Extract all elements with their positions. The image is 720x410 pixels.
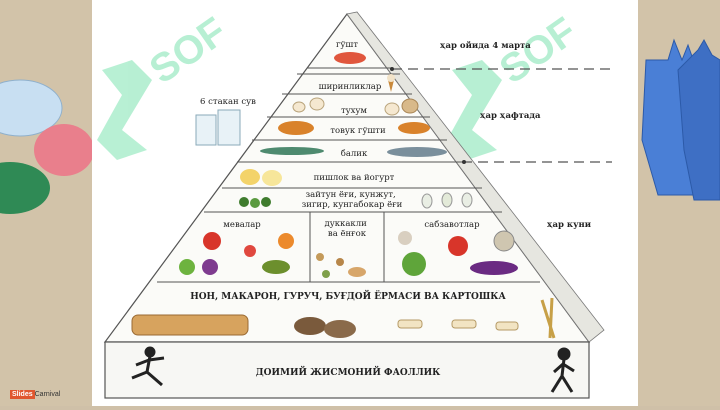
- label-meat: гўшт: [336, 40, 358, 50]
- chicken-icon: [398, 122, 430, 134]
- watermark-text: SOF: [142, 9, 235, 92]
- strawberry-icon: [244, 245, 256, 257]
- label-eggs: тухум: [341, 106, 367, 116]
- runner-figure-right: [550, 347, 575, 393]
- frequency-dividers: [392, 68, 612, 163]
- egg-icon: [309, 97, 325, 111]
- pasta-icon: [495, 321, 519, 331]
- potato-icon: [324, 320, 356, 338]
- label-legumes: дуккакли ва ёнғок: [324, 219, 369, 239]
- egg-icon: [401, 98, 419, 114]
- pill-green-icon: [0, 162, 50, 214]
- avocado-icon: [262, 260, 290, 274]
- grapes-icon: [202, 259, 218, 275]
- watermark-logo-icon: [447, 60, 502, 160]
- gloves-decoration: [641, 38, 720, 201]
- nut-icon: [316, 253, 324, 261]
- cheese-icon: [240, 169, 260, 185]
- nut-icon: [348, 267, 366, 277]
- brand-part1: Slides: [10, 390, 35, 399]
- nut-icon: [322, 270, 330, 278]
- cabbage-icon: [402, 252, 426, 276]
- olive-icon: [261, 197, 271, 207]
- apple-icon: [203, 232, 221, 250]
- olive-icon: [250, 198, 260, 208]
- label-fish: балик: [341, 148, 368, 159]
- grapes-icon: [179, 259, 195, 275]
- bread-icon: [131, 314, 249, 336]
- cheese-icon: [262, 170, 282, 186]
- label-fruits: мевалар: [223, 220, 261, 230]
- nut-icon: [336, 258, 344, 266]
- oil-bottle-icon: [421, 193, 433, 209]
- orange-icon: [278, 233, 294, 249]
- wheat-icon: [540, 299, 556, 339]
- divider-dot: [390, 67, 394, 71]
- icecream-icon: [387, 74, 395, 82]
- fish-icon: [387, 147, 447, 157]
- pills-decoration: [0, 79, 94, 214]
- eggplant-icon: [470, 261, 518, 275]
- potato-icon: [294, 317, 326, 335]
- wheat-icon: [548, 297, 554, 339]
- label-chicken: товук гўшти: [330, 126, 386, 136]
- icecream-icon: [388, 80, 394, 92]
- label-vegetables: сабзавотлар: [424, 219, 480, 230]
- glove-icon: [677, 38, 720, 201]
- label-sweets: ширинликлар: [319, 82, 382, 92]
- label-activity: ДОИМИЙ ЖИСМОНИЙ ФАОЛЛИК: [256, 365, 441, 378]
- brand-part2: Carnival: [34, 391, 61, 398]
- activity-band: [104, 341, 590, 399]
- runner-figure-left: [131, 346, 165, 387]
- water-glass-icon: [195, 114, 217, 146]
- egg-icon: [384, 102, 400, 116]
- oil-bottle-icon: [461, 192, 473, 208]
- right-side-panel: [638, 0, 720, 406]
- olive-icon: [239, 197, 249, 207]
- left-side-panel: [0, 0, 94, 406]
- fish-icon: [260, 147, 324, 155]
- chicken-icon: [278, 121, 314, 135]
- label-grains: НОН, МАКАРОН, ГУРУЧ, БУҒДОЙ ЁРМАСИ ВА КА…: [190, 289, 506, 302]
- level-lines: [157, 67, 540, 283]
- slide: SOF SOF SOF: [92, 0, 638, 406]
- divider-dot: [462, 160, 466, 164]
- watermark-logo-icon: [97, 60, 152, 160]
- mushroom-icon: [398, 231, 412, 245]
- pill-blue-icon: [0, 79, 63, 137]
- pasta-icon: [397, 319, 423, 329]
- label-weekly: ҳар ҳафтада: [480, 111, 541, 121]
- label-water: 6 стакан сув: [200, 97, 256, 107]
- label-cheese: пишлок ва йогурт: [314, 173, 395, 183]
- frequency-labels: ҳар ойида 4 марта ҳар ҳафтада ҳар куни: [440, 40, 592, 230]
- pill-pink-icon: [34, 124, 94, 176]
- label-daily: ҳар куни: [547, 220, 592, 230]
- onion-icon: [493, 230, 515, 252]
- pyramid-labels: гўшт ширинликлар тухум товук гўшти балик…: [190, 40, 506, 378]
- label-oils: зайтун ёғи, кунжут, зигир, кунгабокар ёғ…: [302, 190, 403, 210]
- pasta-icon: [451, 319, 477, 329]
- water-glass-icon: [217, 109, 241, 146]
- food-pyramid-diagram: SOF SOF SOF: [97, 9, 612, 399]
- oil-bottle-icon: [441, 192, 453, 208]
- tomato-icon: [448, 236, 468, 256]
- label-monthly: ҳар ойида 4 марта: [440, 40, 531, 51]
- food-illustrations: [131, 52, 575, 393]
- egg-icon: [292, 101, 306, 113]
- meat-icon: [334, 52, 366, 64]
